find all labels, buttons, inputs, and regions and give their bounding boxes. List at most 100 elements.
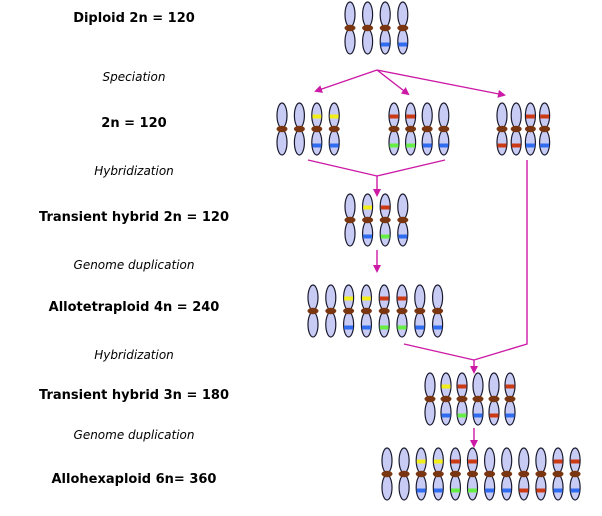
chromosome bbox=[432, 447, 444, 501]
chromosome bbox=[378, 284, 390, 338]
chromosome bbox=[501, 447, 513, 501]
centromere bbox=[501, 470, 513, 478]
band-blue-bottom bbox=[416, 488, 426, 493]
chromosome-arm-top bbox=[307, 284, 319, 311]
band-blue-bottom bbox=[540, 143, 549, 148]
chromosome bbox=[518, 447, 530, 501]
chromosome-arm-top bbox=[381, 447, 393, 474]
arrow-speciation-a bbox=[314, 69, 378, 93]
chromosome-arm-bottom bbox=[496, 129, 508, 156]
chromosome-arm-bottom bbox=[362, 28, 374, 55]
chromosome bbox=[381, 447, 393, 501]
chromosome-arm-bottom bbox=[396, 311, 408, 338]
label-genome-duplication-2: Genome duplication bbox=[73, 428, 195, 442]
chromosome-arm-top bbox=[398, 447, 410, 474]
band-yellow-top bbox=[362, 296, 371, 301]
centromere bbox=[535, 470, 547, 478]
centromere bbox=[496, 125, 508, 133]
chromosome-arm-bottom bbox=[484, 474, 496, 501]
centromere bbox=[432, 470, 444, 478]
chromosome bbox=[449, 447, 461, 501]
centromere bbox=[343, 307, 355, 315]
band-blue-bottom bbox=[433, 325, 442, 330]
arrow-speciation-b bbox=[376, 69, 410, 96]
chromosome bbox=[388, 102, 400, 156]
band-blue-bottom bbox=[415, 325, 425, 330]
band-red-top bbox=[457, 384, 467, 389]
centromere bbox=[388, 125, 400, 133]
centromere bbox=[378, 307, 390, 315]
centromere bbox=[311, 125, 323, 133]
chromosome-arm-bottom bbox=[466, 474, 479, 501]
chromosome bbox=[325, 284, 337, 338]
centromere bbox=[518, 470, 530, 478]
centromere bbox=[569, 470, 581, 478]
centromere bbox=[415, 470, 427, 478]
chromosome bbox=[496, 102, 508, 156]
chromosome-arm-top bbox=[344, 1, 356, 28]
chromosome bbox=[398, 447, 410, 501]
arrow-speciation-c bbox=[376, 69, 506, 98]
band-green-bottom bbox=[457, 413, 467, 418]
chromosome-arm-bottom bbox=[488, 399, 500, 426]
chromosome-arm-bottom bbox=[379, 220, 391, 247]
band-blue-bottom bbox=[570, 488, 580, 493]
band-green-bottom bbox=[468, 488, 477, 493]
chromosome-arm-bottom bbox=[381, 474, 393, 501]
chromosome-arm-bottom bbox=[379, 28, 391, 55]
chromosome-arm-bottom bbox=[344, 220, 356, 247]
band-red-bottom bbox=[497, 143, 507, 148]
chromosome-set-species-c bbox=[496, 102, 551, 156]
chromosome-set-transient-hybrid-3n bbox=[424, 372, 516, 426]
centromere bbox=[362, 216, 374, 224]
chromosome bbox=[456, 372, 468, 426]
centromere bbox=[379, 216, 391, 224]
chromosome-arm-top bbox=[379, 1, 391, 28]
chromosome-arm-top bbox=[484, 447, 496, 474]
chromosome bbox=[415, 447, 427, 501]
band-blue-bottom bbox=[422, 143, 432, 148]
chromosome-arm-bottom bbox=[343, 311, 355, 338]
chromosome-arm-bottom bbox=[552, 474, 564, 501]
line-species-c-to-hybrid bbox=[473, 160, 528, 361]
chromosome bbox=[328, 102, 340, 156]
centromere bbox=[397, 216, 409, 224]
chromosome bbox=[510, 102, 522, 156]
chromosome-arm-bottom bbox=[397, 220, 409, 247]
chromosome-arm-top bbox=[397, 193, 409, 220]
centromere bbox=[432, 307, 444, 315]
chromosome bbox=[472, 372, 484, 426]
chromosome-arm-bottom bbox=[421, 129, 433, 156]
chromosome-set-species-a bbox=[276, 102, 340, 156]
centromere bbox=[360, 307, 372, 315]
centromere bbox=[344, 24, 356, 32]
chromosome-arm-bottom bbox=[424, 399, 436, 426]
chromosome-arm-top bbox=[397, 1, 409, 28]
band-red-top bbox=[397, 296, 407, 301]
chromosome-arm-bottom bbox=[518, 474, 530, 501]
band-blue-bottom bbox=[433, 488, 443, 493]
chromosome-arm-bottom bbox=[276, 129, 288, 156]
chromosome-arm-top bbox=[362, 1, 374, 28]
centromere bbox=[421, 125, 433, 133]
chromosome bbox=[488, 372, 500, 426]
centromere bbox=[307, 307, 319, 315]
chromosome bbox=[484, 447, 496, 501]
band-yellow-top bbox=[363, 205, 372, 210]
centromere bbox=[381, 470, 393, 478]
chromosome-set-species-b bbox=[388, 102, 450, 156]
band-red-top bbox=[505, 384, 515, 389]
chromosome bbox=[504, 372, 516, 426]
centromere bbox=[379, 24, 391, 32]
centromere bbox=[328, 125, 340, 133]
chromosome bbox=[344, 1, 356, 55]
band-blue-bottom bbox=[398, 234, 408, 239]
chromosome-arm-top bbox=[344, 193, 356, 220]
chromosome bbox=[438, 102, 450, 156]
band-blue-bottom bbox=[553, 488, 563, 493]
chromosome-set-ancestral-diploid bbox=[344, 1, 409, 55]
chromosome bbox=[538, 102, 551, 156]
chromosome-arm-bottom bbox=[362, 220, 374, 247]
chromosome-arm-bottom bbox=[504, 399, 516, 426]
